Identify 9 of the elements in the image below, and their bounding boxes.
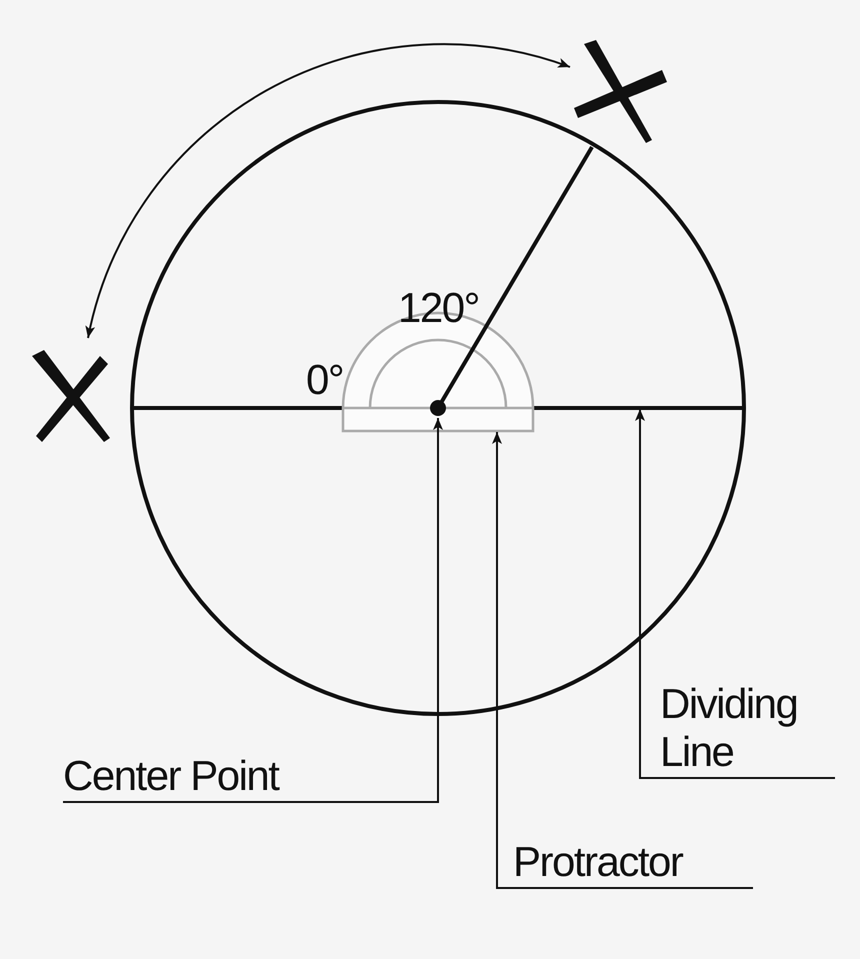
leader-line xyxy=(63,418,443,803)
angle-label: 0° xyxy=(306,356,344,404)
callout-label: Protractor xyxy=(513,838,753,886)
angle-label: 120° xyxy=(398,284,479,332)
callout-label: Center Point xyxy=(63,752,363,800)
leader-line xyxy=(635,409,835,779)
leader-line xyxy=(492,432,753,889)
callout-label: Dividing Line xyxy=(660,680,835,776)
center-point-dot xyxy=(430,400,446,416)
